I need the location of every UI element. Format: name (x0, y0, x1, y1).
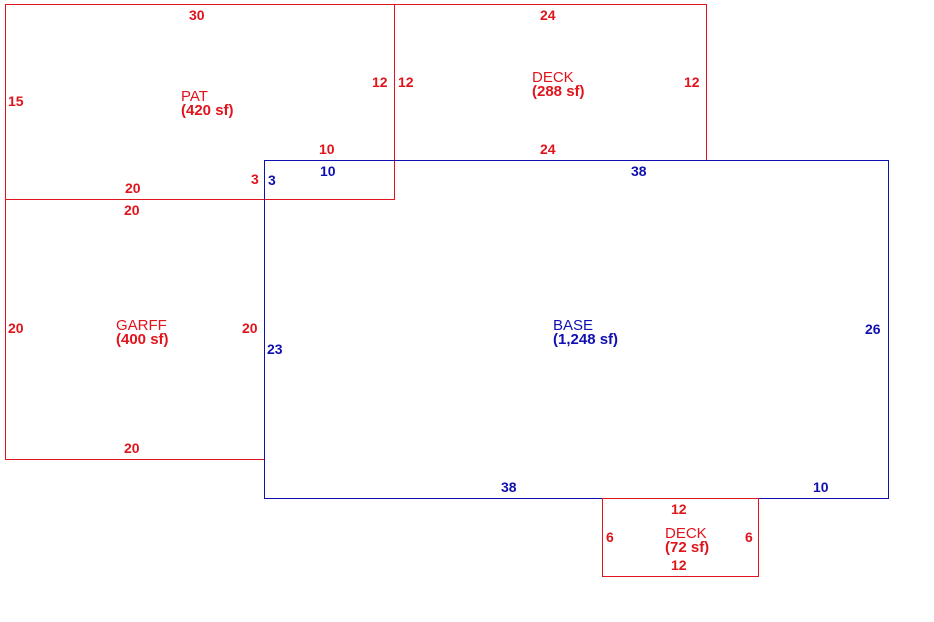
base-right-dim: 26 (865, 321, 881, 337)
base-left-dim: 23 (267, 341, 283, 357)
deck-top-right-dim: 12 (684, 74, 700, 90)
garff-area: (400 sf) (116, 331, 169, 348)
pat-area: (420 sf) (181, 102, 234, 119)
deck-top-bottom-dim: 24 (540, 141, 556, 157)
deck-top-label: DECK (288 sf) (532, 69, 585, 100)
deck-top-top-dim: 24 (540, 7, 556, 23)
deck-bottom-label: DECK (72 sf) (665, 525, 710, 556)
deck-top-name: DECK (532, 69, 574, 86)
pat-top-dim: 30 (189, 7, 205, 23)
pat-left-dim: 15 (8, 93, 24, 109)
base-bottom-left-dim: 38 (501, 479, 517, 495)
pat-label: PAT (420 sf) (181, 88, 234, 119)
garff-top-dim: 20 (124, 202, 140, 218)
deck-bottom-bottom-dim: 12 (671, 557, 687, 573)
deck-bottom-name: DECK (665, 525, 707, 542)
deck-bottom-area: (72 sf) (665, 539, 710, 556)
pat-right-lower-dim: 10 (319, 141, 335, 157)
base-area: (1,248 sf) (553, 331, 619, 348)
base-outline (264, 160, 889, 499)
deck-bottom-outline (602, 498, 759, 577)
garff-right-dim: 20 (242, 320, 258, 336)
deck-bottom-right-dim: 6 (745, 529, 753, 545)
deck-top-left-dim: 12 (398, 74, 414, 90)
pat-name: PAT (181, 88, 208, 105)
garff-name: GARFF (116, 317, 167, 334)
base-left-step-dim: 3 (268, 172, 276, 188)
garff-label: GARFF (400 sf) (116, 317, 169, 348)
base-top-left-dim: 10 (320, 163, 336, 179)
deck-bottom-top-dim: 12 (671, 501, 687, 517)
base-name: BASE (553, 317, 594, 334)
base-label: BASE (1,248 sf) (553, 317, 619, 348)
pat-bottom-dim: 20 (125, 180, 141, 196)
base-top-right-dim: 38 (631, 163, 647, 179)
deck-bottom-left-dim: 6 (606, 529, 614, 545)
base-bottom-right-dim: 10 (813, 479, 829, 495)
garff-left-dim: 20 (8, 320, 24, 336)
pat-step-dim: 3 (251, 171, 259, 187)
pat-right-dim: 12 (372, 74, 388, 90)
garff-bottom-dim: 20 (124, 440, 140, 456)
deck-top-area: (288 sf) (532, 83, 585, 100)
